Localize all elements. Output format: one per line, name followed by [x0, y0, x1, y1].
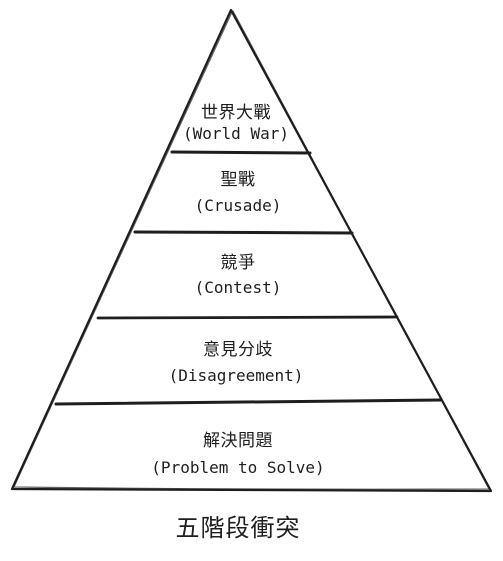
divider-3 — [96, 315, 399, 320]
pyramid-level-crusade: 聖戰 (Crusade) — [195, 170, 282, 215]
level-subtitle-problem-to-solve: (Problem to Solve) — [151, 458, 324, 477]
level-subtitle-world-war: (World War) — [183, 124, 289, 143]
level-title-disagreement: 意見分歧 — [203, 340, 273, 360]
divider-2 — [133, 230, 354, 235]
level-subtitle-disagreement: (Disagreement) — [169, 366, 304, 385]
diagram-caption: 五階段衝突 — [176, 514, 301, 542]
level-title-contest: 競爭 — [221, 253, 256, 273]
pyramid-level-problem-to-solve: 解決問題 (Problem to Solve) — [151, 431, 324, 477]
level-title-problem-to-solve: 解決問題 — [203, 431, 273, 451]
pyramid-level-disagreement: 意見分歧 (Disagreement) — [169, 340, 304, 385]
level-title-crusade: 聖戰 — [221, 170, 256, 190]
level-subtitle-contest: (Contest) — [195, 278, 282, 297]
level-subtitle-crusade: (Crusade) — [195, 196, 282, 215]
divider-4 — [54, 398, 443, 406]
pyramid-level-contest: 競爭 (Contest) — [195, 253, 282, 297]
pyramid-outline — [10, 8, 493, 493]
divider-1 — [170, 150, 312, 155]
level-dividers — [54, 150, 443, 406]
pyramid-level-world-war: 世界大戰 (World War) — [183, 103, 289, 143]
level-title-world-war: 世界大戰 — [201, 103, 271, 123]
